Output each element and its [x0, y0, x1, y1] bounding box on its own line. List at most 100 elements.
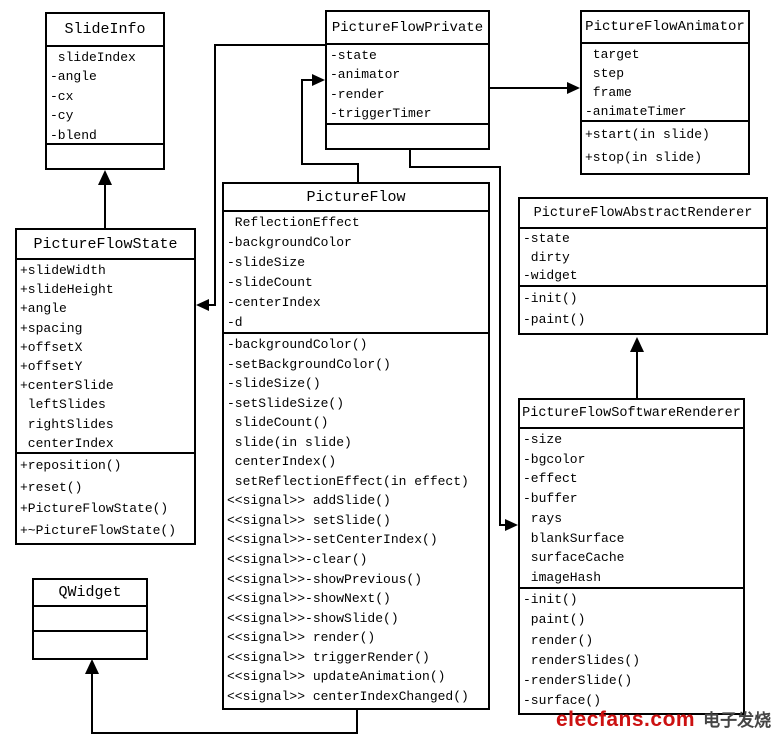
member: +start(in slide): [585, 127, 710, 142]
watermark-brand: elecfans.com: [556, 708, 696, 731]
member: -setBackgroundColor(): [227, 356, 391, 372]
class-pictureflowabstractrenderer: PictureFlowAbstractRenderer -state dirty…: [518, 197, 768, 335]
member: <<signal>> triggerRender(): [227, 649, 430, 665]
member: +offsetX: [20, 339, 83, 355]
member: renderSlides(): [523, 652, 641, 668]
member: ReflectionEffect: [227, 215, 360, 230]
member: -state: [330, 48, 377, 63]
member: +stop(in slide): [585, 150, 703, 165]
class-title: SlideInfo: [47, 14, 163, 47]
attributes-compartment: -state -animator -render -triggerTimer: [327, 45, 488, 125]
member: rightSlides: [20, 416, 114, 432]
class-title: QWidget: [34, 580, 146, 607]
methods-compartment: -init() paint() render() renderSlides()-…: [520, 589, 743, 713]
member: -paint(): [523, 312, 586, 327]
member: -setSlideSize(): [227, 395, 345, 411]
member: -bgcolor: [523, 451, 586, 467]
member: -renderSlide(): [523, 673, 633, 689]
arrowhead-up-qwidget: [85, 659, 99, 674]
member: <<signal>>-showSlide(): [227, 610, 399, 626]
class-title: PictureFlowPrivate: [327, 12, 488, 45]
attributes-compartment: +slideWidth +slideHeight +angle +spacing +of…: [17, 260, 194, 454]
member: -blend: [50, 127, 97, 143]
member: <<signal>> setSlide(): [227, 512, 391, 528]
member: -cy: [50, 108, 74, 124]
member: <<signal>> centerIndexChanged(): [227, 688, 469, 704]
member: imageHash: [523, 569, 602, 585]
arrowhead-right-private: [312, 74, 325, 86]
attributes-compartment: [34, 607, 146, 632]
class-pictureflowprivate: PictureFlowPrivate -state -animator -rende…: [325, 10, 490, 150]
arrowhead-right-swrenderer: [505, 519, 518, 531]
arrowhead-right-animator: [567, 82, 580, 94]
member: setReflectionEffect(in effect): [227, 473, 469, 489]
member: -widget: [523, 268, 578, 283]
member: +reposition(): [20, 458, 122, 473]
class-title: PictureFlowState: [17, 230, 194, 260]
member: leftSlides: [20, 397, 106, 413]
methods-compartment: -backgroundColor() -setBackgroundColor() -…: [224, 334, 488, 708]
member: +slideWidth: [20, 263, 106, 278]
member: +PictureFlowState(): [20, 501, 169, 516]
class-title: PictureFlow: [224, 184, 488, 212]
member: centerIndex(): [227, 454, 337, 470]
class-pictureflowanimator: PictureFlowAnimator target step frame -an…: [580, 10, 750, 175]
member: frame: [585, 85, 632, 100]
member: -effect: [523, 471, 578, 487]
member: target: [585, 47, 640, 62]
member: -triggerTimer: [330, 106, 432, 122]
member: <<signal>>-showNext(): [227, 591, 391, 607]
member: dirty: [523, 249, 570, 265]
member: -angle: [50, 69, 97, 85]
member: +centerSlide: [20, 378, 114, 394]
member: -render: [330, 86, 385, 102]
attributes-compartment: slideIndex-angle-cx-cy-blend: [47, 47, 163, 145]
member: <<signal>> updateAnimation(): [227, 669, 446, 685]
attributes-compartment: target step frame -animateTimer: [582, 44, 748, 122]
class-pictureflowsoftwarerenderer: PictureFlowSoftwareRenderer -size-bgcolo…: [518, 398, 745, 715]
watermark: elecfans.com 电子发烧友: [556, 706, 771, 732]
member: -init(): [523, 592, 578, 607]
arrowhead-up-absrenderer: [630, 337, 644, 352]
member: +offsetY: [20, 359, 83, 375]
arrowhead-left-state: [196, 299, 209, 311]
member: <<signal>> render(): [227, 630, 376, 646]
member: -animator: [330, 67, 401, 83]
methods-compartment: [327, 125, 488, 148]
member: -size: [523, 432, 563, 447]
member: <<signal>>-showPrevious(): [227, 571, 423, 587]
methods-compartment: -init()-paint(): [520, 287, 766, 333]
member: -buffer: [523, 491, 578, 507]
class-qwidget: QWidget: [32, 578, 148, 660]
methods-compartment: [47, 145, 163, 168]
member: -animateTimer: [585, 104, 687, 119]
member: +angle: [20, 301, 67, 317]
member: -backgroundColor: [227, 235, 352, 250]
member: <<signal>>-setCenterIndex(): [227, 532, 438, 548]
member: -cx: [50, 88, 74, 104]
member: surfaceCache: [523, 550, 625, 566]
member: +~PictureFlowState(): [20, 522, 177, 538]
member: -slideCount: [227, 275, 313, 290]
member: slideCount(): [227, 415, 329, 431]
class-title: PictureFlowAnimator: [582, 12, 748, 44]
member: step: [585, 66, 625, 81]
member: +reset(): [20, 479, 83, 495]
member: rays: [523, 510, 563, 526]
member: -centerIndex: [227, 295, 321, 310]
member: slide(in slide): [227, 434, 352, 450]
attributes-compartment: ReflectionEffect -backgroundColor -slideSi…: [224, 212, 488, 334]
member: -state: [523, 231, 570, 246]
member: paint(): [523, 612, 586, 628]
member: -backgroundColor(): [227, 337, 368, 352]
member: -slideSize(): [227, 376, 321, 392]
member: +slideHeight: [20, 282, 114, 298]
member: blankSurface: [523, 530, 625, 546]
member: <<signal>>-clear(): [227, 552, 368, 568]
methods-compartment: [34, 632, 146, 658]
member: -d: [227, 315, 243, 330]
attributes-compartment: -state dirty -widget: [520, 229, 766, 287]
member: +spacing: [20, 320, 83, 336]
member: -slideSize: [227, 255, 306, 270]
